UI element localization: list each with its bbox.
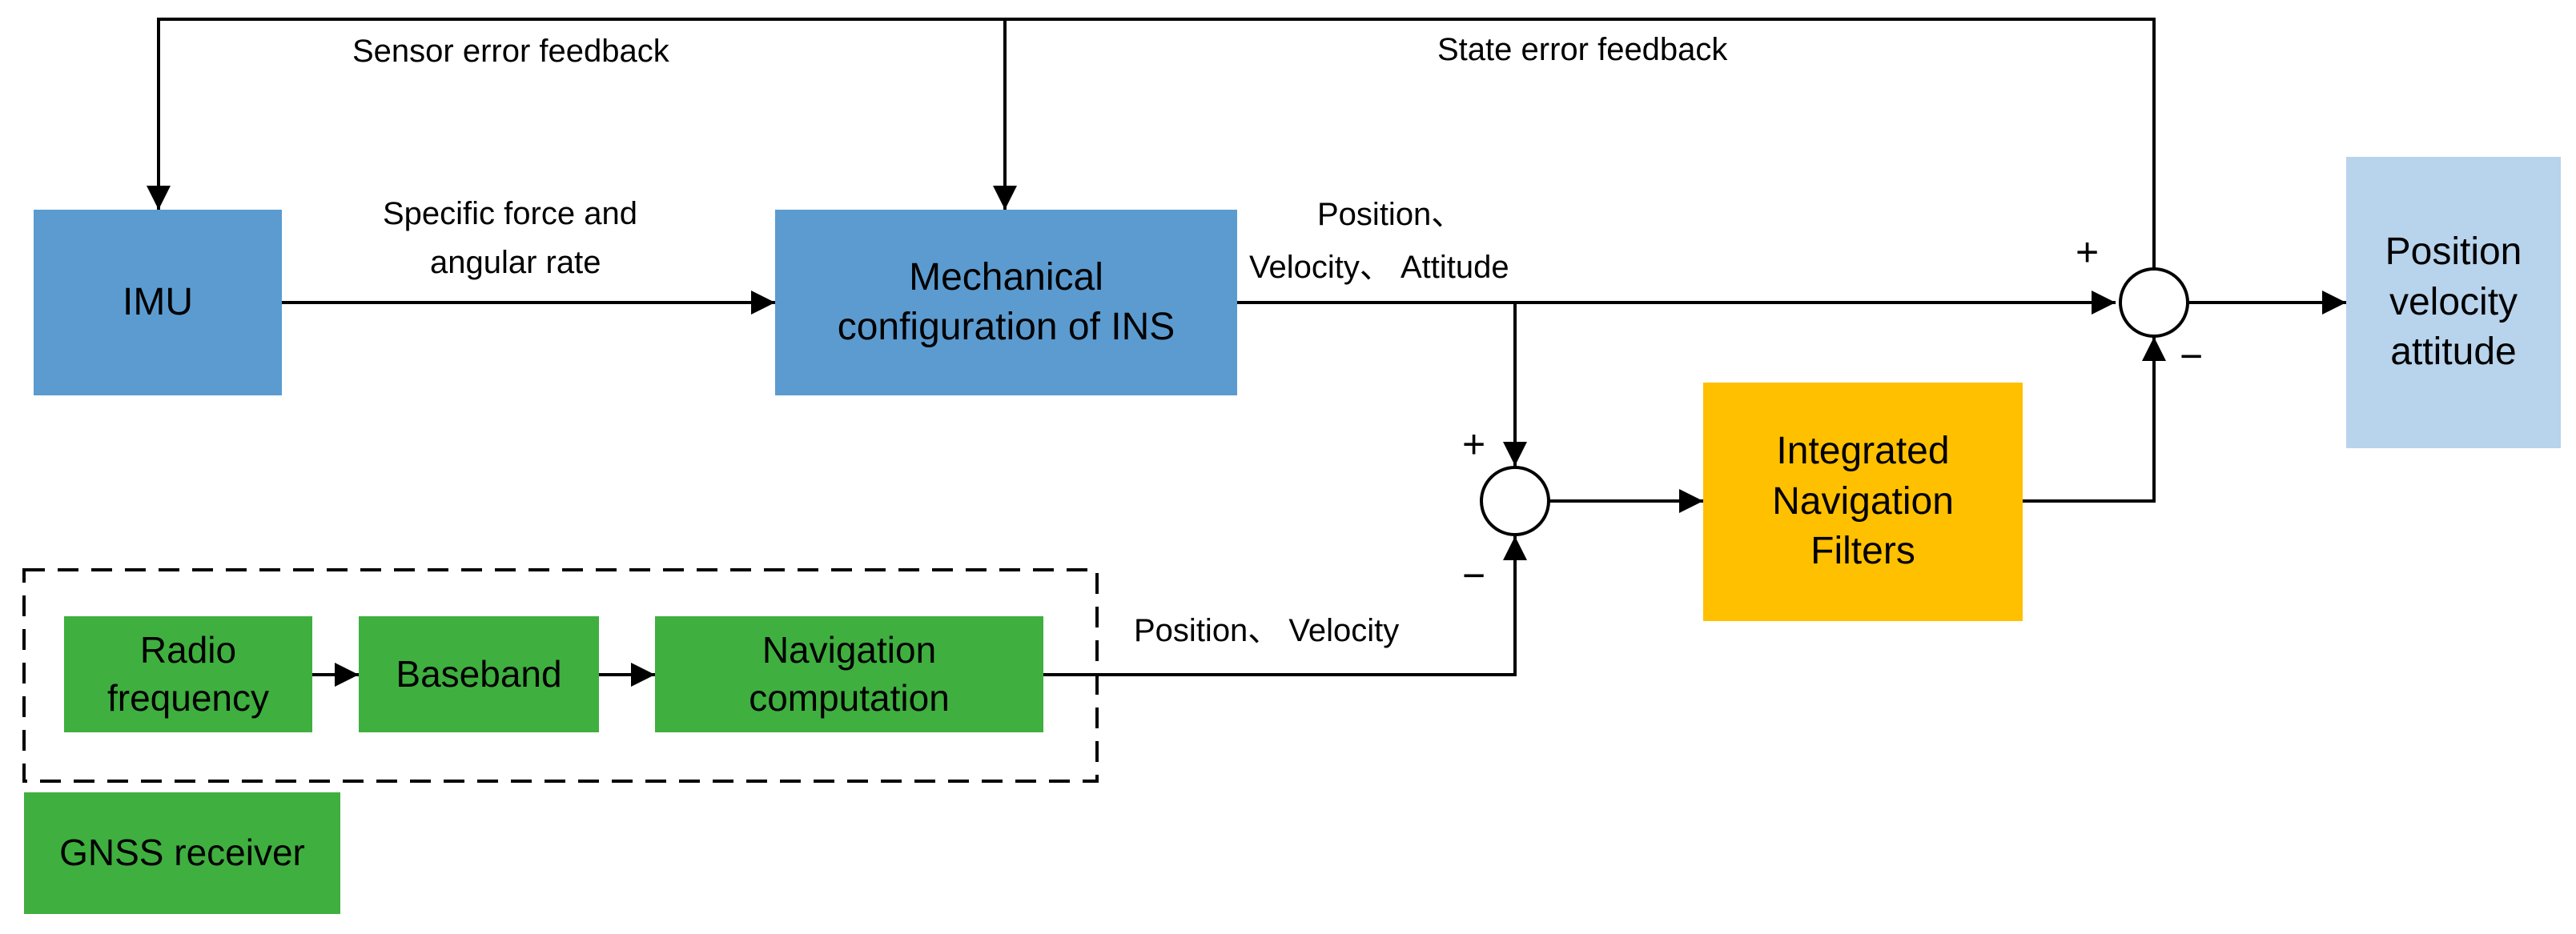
output-block: Position velocity attitude bbox=[2346, 157, 2561, 448]
state-error-feedback-label: State error feedback bbox=[1437, 32, 1728, 67]
ins-output-label-line1: Position、 bbox=[1317, 197, 1464, 232]
arrow-filters-to-upper-sum bbox=[2023, 337, 2166, 503]
mechanical-ins-block: Mechanical configuration of INS bbox=[775, 210, 1237, 395]
lower-sum-minus-sign: − bbox=[1462, 553, 1486, 598]
output-label: Position velocity attitude bbox=[2385, 230, 2522, 374]
gnss-receiver-block: GNSS receiver bbox=[24, 792, 340, 914]
upper-sum-plus-sign: + bbox=[2076, 230, 2100, 275]
gnss-receiver-label: GNSS receiver bbox=[59, 832, 305, 874]
mechanical-ins-label: Mechanical configuration of INS bbox=[837, 255, 1175, 348]
imu-block: IMU bbox=[34, 210, 282, 395]
gnss-output-label: Position、 Velocity bbox=[1134, 613, 1400, 648]
upper-sum-minus-sign: − bbox=[2180, 334, 2204, 379]
radio-frequency-label: Radio frequency bbox=[106, 628, 269, 719]
lower-sum-plus-sign: + bbox=[1462, 422, 1486, 467]
sensor-error-feedback-label: Sensor error feedback bbox=[352, 34, 669, 69]
radio-frequency-block: Radio frequency bbox=[64, 616, 312, 732]
lower-sum-junction bbox=[1480, 466, 1550, 536]
baseband-label: Baseband bbox=[396, 652, 562, 695]
upper-sum-junction bbox=[2119, 267, 2189, 338]
specific-force-label-line2: angular rate bbox=[430, 245, 601, 280]
gnss-receiver-enclosure bbox=[22, 568, 1099, 783]
ins-output-label-line2: Velocity、 Attitude bbox=[1249, 250, 1509, 285]
integrated-filters-block: Integrated Navigation Filters bbox=[1703, 383, 2023, 621]
arrow-gnss-to-lower-sum bbox=[1043, 536, 1527, 676]
arrow-state-error-feedback bbox=[993, 18, 2156, 269]
imu-label: IMU bbox=[123, 280, 193, 323]
navigation-computation-label: Navigation computation bbox=[749, 628, 950, 719]
specific-force-label-line1: Specific force and bbox=[383, 196, 637, 231]
navigation-computation-block: Navigation computation bbox=[655, 616, 1043, 732]
integrated-filters-label: Integrated Navigation Filters bbox=[1772, 430, 1954, 573]
baseband-block: Baseband bbox=[359, 616, 599, 732]
arrow-sensor-error-feedback bbox=[147, 18, 1005, 210]
